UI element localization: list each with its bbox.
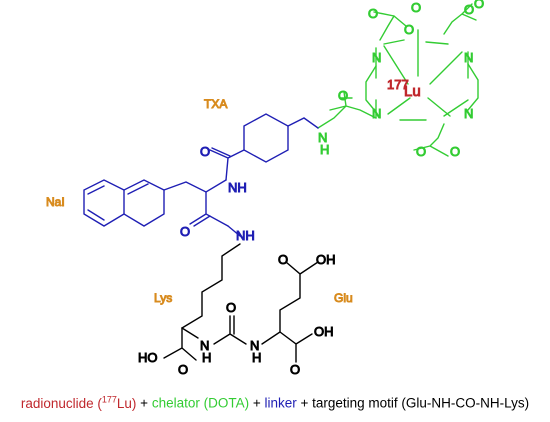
amide-nh-txa: N [318, 130, 327, 145]
motif-nh-1: N [200, 338, 209, 353]
motif-oh-2: OH [316, 252, 336, 267]
legend-radionuclide-symbol: Lu) [116, 395, 137, 411]
legend-plus-2: + [249, 395, 265, 411]
targeting-motif [163, 243, 319, 363]
dota-o-6: O [338, 88, 348, 103]
lu-mass-number: 177 [387, 77, 409, 92]
motif-h-2: H [252, 350, 261, 365]
linker-o-1: O [200, 144, 210, 159]
motif-ho-1: HO [138, 350, 158, 365]
lutetium-center: 177 Lu [387, 77, 422, 101]
label-txa: TXA [204, 97, 227, 111]
amide-h-txa: H [320, 142, 329, 157]
legend-linker: linker [264, 395, 297, 411]
dota-chelator [317, 3, 479, 157]
dota-atom-labels: O O O O O N N N N O O O N H [318, 0, 485, 160]
dota-o-5: O [474, 0, 484, 11]
linker-nh-2: NH [236, 228, 255, 243]
dota-o-8: O [450, 144, 460, 159]
segment-labels: TXA NaI Lys Glu [46, 97, 354, 306]
dota-o-3: O [411, 0, 421, 15]
motif-h-1: H [202, 350, 211, 365]
motif-o-2: O [178, 362, 188, 377]
linker-o-2: O [180, 224, 190, 239]
dota-o-1: O [368, 6, 378, 21]
legend-motif: targeting motif (Glu-NH-CO-NH-Lys) [312, 395, 530, 411]
lu-symbol: Lu [404, 83, 421, 100]
linker-segment [83, 113, 319, 237]
dota-n-2: N [464, 50, 473, 65]
dota-o-2: O [404, 22, 414, 37]
dota-o-4: O [464, 2, 474, 17]
motif-atom-labels: O HO O N H N H O OH O OH [138, 252, 337, 378]
label-nal: NaI [46, 195, 65, 209]
legend-plus-1: + [136, 395, 152, 411]
motif-o-3: O [290, 362, 300, 377]
legend-chelator: chelator (DOTA) [151, 395, 250, 411]
linker-nh-1: NH [228, 180, 247, 195]
label-lys: Lys [154, 291, 172, 305]
motif-o-4: O [278, 252, 288, 267]
legend-plus-3: + [296, 395, 313, 411]
legend-radionuclide: radionuclide (177Lu) [20, 394, 137, 411]
label-glu: Glu [334, 291, 353, 305]
component-legend: radionuclide (177Lu) + chelator (DOTA) +… [0, 394, 550, 411]
motif-oh-1: OH [314, 324, 334, 339]
dota-n-4: N [464, 106, 473, 121]
legend-radionuclide-text: radionuclide ( [20, 395, 102, 411]
motif-nh-2: N [250, 338, 259, 353]
dota-n-3: N [372, 106, 381, 121]
linker-atom-labels: O NH O NH [180, 144, 256, 244]
dota-n-1: N [372, 50, 381, 65]
dota-o-7: O [416, 144, 426, 159]
legend-radionuclide-mass: 177 [101, 394, 117, 404]
motif-o-1: O [226, 300, 236, 315]
